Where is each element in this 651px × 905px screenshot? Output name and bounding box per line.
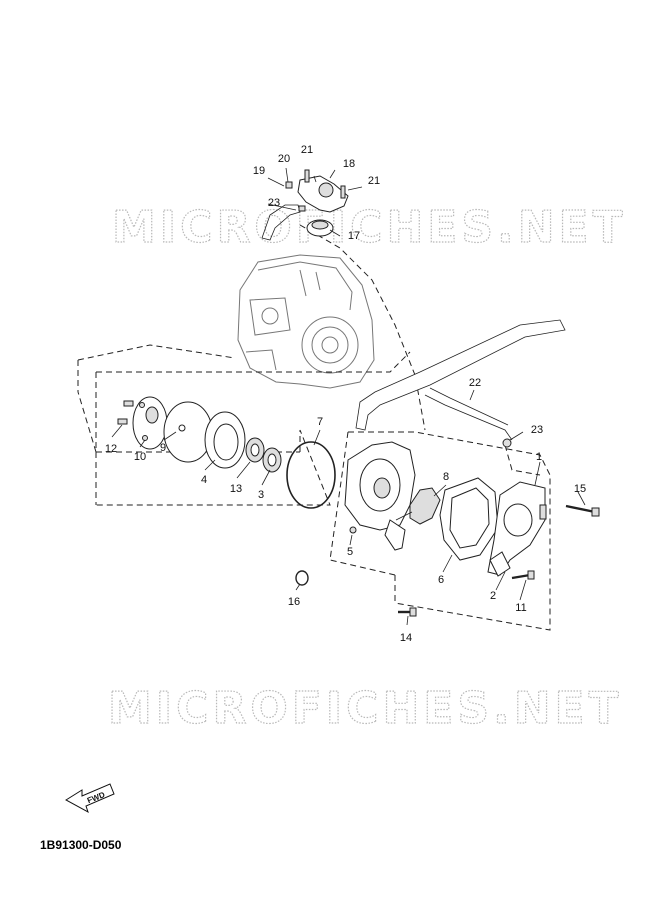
callout-3: 3 — [258, 489, 264, 501]
callout-2: 2 — [490, 590, 496, 602]
watermark-top: MICROFICHES.NET — [112, 202, 627, 253]
guide-thermostat — [299, 224, 426, 431]
callout-21a: 21 — [301, 144, 313, 156]
callout-22: 22 — [469, 377, 481, 389]
callout-14: 14 — [400, 632, 412, 644]
guide-right-group — [329, 431, 551, 631]
callout-16: 16 — [288, 596, 300, 608]
left-group-parts — [117, 396, 336, 509]
leader-lines — [111, 167, 586, 626]
callout-12: 12 — [105, 443, 117, 455]
callout-13: 13 — [230, 483, 242, 495]
fwd-label: FWD — [86, 790, 106, 805]
callout-7: 7 — [317, 416, 323, 428]
thermostat-housing — [261, 169, 349, 241]
callout-15: 15 — [574, 483, 586, 495]
callout-4: 4 — [201, 474, 207, 486]
callout-11: 11 — [515, 602, 526, 614]
callout-9: 9 — [160, 442, 166, 454]
engine-crankcase — [237, 254, 375, 389]
callout-labels: 1 2 3 4 5 6 7 8 9 10 11 12 13 14 15 16 1… — [105, 144, 586, 644]
fwd-arrow-icon: FWD — [65, 783, 115, 814]
callout-20: 20 — [278, 153, 290, 165]
callout-5: 5 — [347, 546, 353, 558]
callout-19: 19 — [253, 165, 265, 177]
callout-17: 17 — [348, 230, 360, 242]
callout-21b: 21 — [368, 175, 380, 187]
callout-8: 8 — [443, 471, 449, 483]
callout-18: 18 — [343, 158, 355, 170]
callout-23b: 23 — [531, 424, 543, 436]
right-group-parts — [295, 438, 600, 617]
callout-23a: 23 — [268, 197, 280, 209]
callout-6: 6 — [438, 574, 444, 586]
watermark-bottom: MICROFICHES.NET — [108, 683, 623, 734]
diagram-code: 1B91300-D050 — [40, 838, 122, 852]
callout-1: 1 — [536, 451, 542, 463]
guide-left-group — [77, 344, 411, 506]
callout-10: 10 — [134, 451, 146, 463]
coolant-hose — [355, 319, 566, 441]
